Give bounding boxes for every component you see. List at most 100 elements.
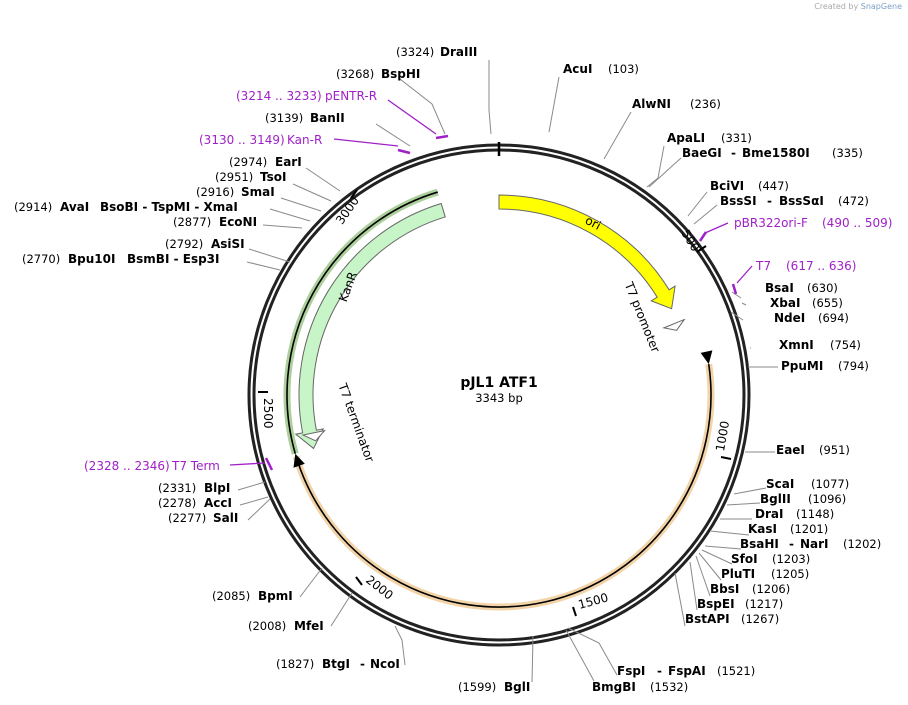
svg-text:BssSI: BssSI <box>720 194 757 208</box>
enzyme-acui: AcuI (103) <box>563 62 639 76</box>
svg-text:(2328 .. 2346): (2328 .. 2346) <box>84 459 170 473</box>
svg-text:(2877): (2877) <box>173 215 211 229</box>
feature-arrow-t7-promoter[interactable] <box>662 318 686 331</box>
svg-text:(472): (472) <box>838 194 869 208</box>
svg-text:AsiSI: AsiSI <box>211 237 245 251</box>
enzyme-labels: (3324) DraIII AcuI (103) (3268) BspHI Al… <box>14 45 881 694</box>
enzyme-sfoi: SfoI (1203) <box>731 552 810 566</box>
svg-text:(2008): (2008) <box>248 619 286 633</box>
svg-text:SalI: SalI <box>213 511 238 525</box>
orf-layer <box>283 188 715 611</box>
enzyme-scai: ScaI (1077) <box>766 477 849 491</box>
svg-text:AccI: AccI <box>204 496 232 510</box>
svg-text:PluTI: PluTI <box>721 567 755 581</box>
enzyme-xbai: XbaI (655) <box>770 296 843 310</box>
svg-text:EaeI: EaeI <box>776 443 805 457</box>
svg-text:BsaI: BsaI <box>765 281 794 295</box>
svg-text:FspI: FspI <box>617 664 645 678</box>
enzyme-baegi: BaeGI - Bme1580I (335) <box>682 146 863 160</box>
orf-line-1 <box>286 191 438 454</box>
svg-text:BbsI: BbsI <box>710 582 739 596</box>
svg-text:(2974): (2974) <box>229 155 267 169</box>
svg-text:(1532): (1532) <box>650 680 688 694</box>
enzyme-bmgbi: BmgBI (1532) <box>592 680 688 694</box>
feature-layer <box>294 194 686 450</box>
svg-text:(1096): (1096) <box>808 492 846 506</box>
svg-text:(1077): (1077) <box>811 477 849 491</box>
svg-text:MfeI: MfeI <box>294 619 324 633</box>
svg-text:Bpu10I: Bpu10I <box>68 252 115 266</box>
feature-arrow-t7-terminator[interactable] <box>301 429 326 442</box>
svg-text:KasI: KasI <box>748 522 777 536</box>
svg-text:(103): (103) <box>608 62 639 76</box>
svg-text:BanII: BanII <box>310 111 345 125</box>
svg-text:(1217): (1217) <box>745 597 783 611</box>
svg-text:(2085): (2085) <box>212 589 250 603</box>
enzyme-eaei: EaeI (951) <box>776 443 850 457</box>
svg-text:-: - <box>767 194 772 208</box>
svg-text:BsoBI - TspMI - XmaI: BsoBI - TspMI - XmaI <box>100 200 238 214</box>
enzyme-banii: (3139) BanII <box>265 111 345 125</box>
tick-2500: 2500 <box>258 391 275 429</box>
svg-text:(447): (447) <box>758 179 789 193</box>
plasmid-name: pJL1 ATF1 <box>460 375 537 391</box>
leader-lines <box>237 60 778 683</box>
enzyme-bpmi: (2085) BpmI <box>212 589 293 603</box>
enzyme-econi: (2877) EcoNI <box>173 215 257 229</box>
svg-text:(2792): (2792) <box>165 237 203 251</box>
enzyme-draiii: (3324) DraIII <box>396 45 477 59</box>
svg-text:ScaI: ScaI <box>766 477 794 491</box>
enzyme-bsssi: BssSI - BssSαI (472) <box>720 194 869 208</box>
svg-text:(754): (754) <box>830 338 861 352</box>
primer-pbr322ori-f: pBR322ori-F (490 .. 509) <box>734 216 892 230</box>
svg-text:(1267): (1267) <box>741 612 779 626</box>
svg-text:EcoNI: EcoNI <box>219 215 257 229</box>
svg-text:DraI: DraI <box>755 507 783 521</box>
svg-text:XmnI: XmnI <box>779 338 814 352</box>
svg-text:NcoI: NcoI <box>370 657 400 671</box>
svg-text:-: - <box>360 657 365 671</box>
svg-text:BciVI: BciVI <box>710 179 744 193</box>
svg-text:SfoI: SfoI <box>731 552 758 566</box>
primer-pentr-r: (3214 .. 3233) pENTR-R <box>236 89 377 103</box>
svg-text:(3214 .. 3233): (3214 .. 3233) <box>236 89 322 103</box>
svg-text:(236): (236) <box>690 97 721 111</box>
svg-text:NdeI: NdeI <box>774 311 805 325</box>
svg-text:BsaHI: BsaHI <box>740 537 779 551</box>
enzyme-bsphi: (3268) BspHI <box>336 67 420 81</box>
enzyme-bspei: BspEI (1217) <box>697 597 783 611</box>
svg-text:AlwNI: AlwNI <box>632 97 671 111</box>
enzyme-asisi: (2792) AsiSI <box>165 237 245 251</box>
svg-text:BspEI: BspEI <box>697 597 735 611</box>
feature-arrow-kanr[interactable] <box>294 202 446 450</box>
orf-arrowhead-0 <box>700 350 713 365</box>
plasmid-size: 3343 bp <box>475 391 523 405</box>
svg-text:PpuMI: PpuMI <box>781 359 823 373</box>
svg-text:FspAI: FspAI <box>668 664 706 678</box>
enzyme-drai: DraI (1148) <box>755 507 834 521</box>
svg-text:(2951): (2951) <box>215 170 253 184</box>
svg-text:(655): (655) <box>812 296 843 310</box>
svg-text:T7: T7 <box>755 259 771 273</box>
enzyme-smai: (2916) SmaI <box>196 185 275 199</box>
svg-text:T7 Term: T7 Term <box>171 459 220 473</box>
primer-t7-term: (2328 .. 2346) T7 Term <box>84 459 220 473</box>
enzyme-fspi: FspI - FspAI (1521) <box>617 664 755 678</box>
svg-text:pENTR-R: pENTR-R <box>325 89 377 103</box>
svg-text:EarI: EarI <box>275 155 302 169</box>
svg-text:pBR322ori-F: pBR322ori-F <box>734 216 808 230</box>
svg-text:AcuI: AcuI <box>563 62 592 76</box>
svg-text:(794): (794) <box>838 359 869 373</box>
svg-text:ApaLI: ApaLI <box>667 131 705 145</box>
enzyme-bbsi: BbsI (1206) <box>710 582 790 596</box>
primer-t7: T7 (617 .. 636) <box>755 259 856 273</box>
svg-text:(2770): (2770) <box>22 252 60 266</box>
enzyme-avai: (2914) AvaI BsoBI - TspMI - XmaI <box>14 200 238 214</box>
svg-text:Bme1580I: Bme1580I <box>742 146 810 160</box>
svg-text:BsmBI - Esp3I: BsmBI - Esp3I <box>127 252 219 266</box>
svg-text:(3130 .. 3149): (3130 .. 3149) <box>199 133 285 147</box>
svg-text:(3268): (3268) <box>336 67 374 81</box>
feature-arrow-ori[interactable] <box>498 194 676 310</box>
enzyme-ppumi: PpuMI (794) <box>781 359 869 373</box>
